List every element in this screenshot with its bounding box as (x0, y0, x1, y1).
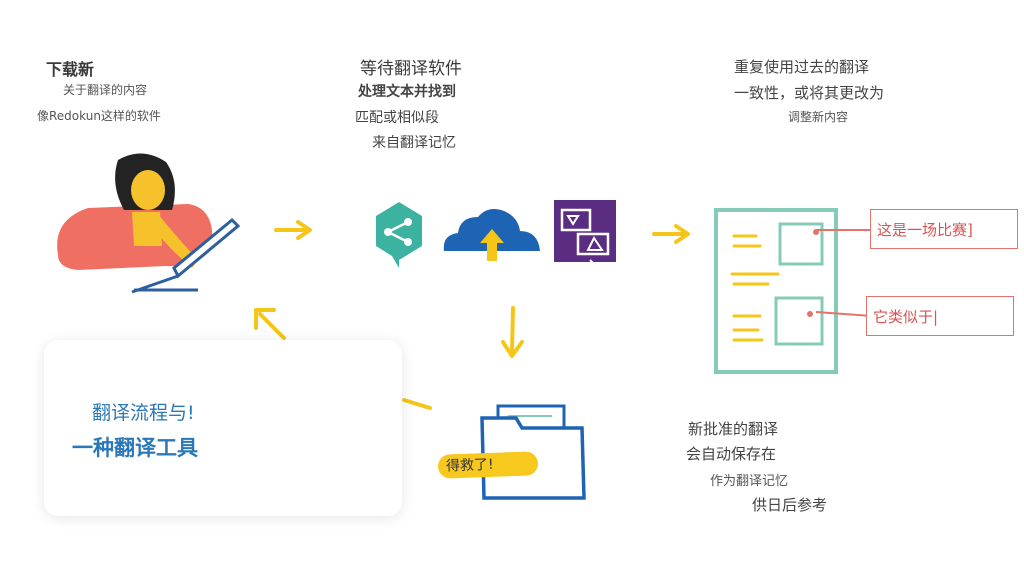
card-line2: 一种翻译工具 (72, 436, 198, 460)
middle-block-line4: 来自翻译记忆 (372, 135, 456, 151)
middle-block-title: 等待翻译软件 (360, 59, 462, 79)
bottom-block-line4: 供日后参考 (752, 496, 828, 514)
document-icon (714, 208, 838, 374)
right-block-line3: 调整新内容 (788, 110, 849, 124)
arrow-icon (254, 308, 286, 340)
arrow-icon (652, 224, 690, 244)
bottom-block-line2: 会自动保存在 (686, 445, 777, 463)
note-similar: 它类似于| (866, 296, 1014, 336)
translate-window-icon (554, 200, 616, 264)
arrow-icon (274, 220, 312, 240)
right-block-line2: 一致性，或将其更改为 (734, 84, 885, 102)
left-block-line2: 关于翻译的内容 (63, 83, 148, 97)
cloud-upload-icon (443, 209, 540, 261)
right-block-title: 重复使用过去的翻译 (734, 58, 870, 76)
left-block-title: 下载新 (46, 60, 95, 79)
bottom-block-line3: 作为翻译记忆 (710, 474, 789, 489)
share-bubble-icon (376, 202, 422, 268)
bottom-block-line1: 新批准的翻译 (688, 420, 779, 438)
arrow-icon (501, 306, 524, 358)
card-line1: 翻译流程与! (92, 402, 195, 424)
middle-block-line2: 处理文本并找到 (358, 84, 456, 100)
arrow-icon (402, 398, 432, 410)
summary-card: 翻译流程与! 一种翻译工具 (44, 340, 402, 516)
person-laptop-icon (57, 153, 241, 294)
middle-block-line3: 匹配或相似段 (355, 110, 439, 126)
saved-badge: 得救了! (437, 451, 539, 479)
left-block-line3: 像Redokun这样的软件 (37, 109, 161, 123)
note-match: 这是一场比赛] (870, 209, 1018, 249)
connector-line (815, 229, 873, 317)
